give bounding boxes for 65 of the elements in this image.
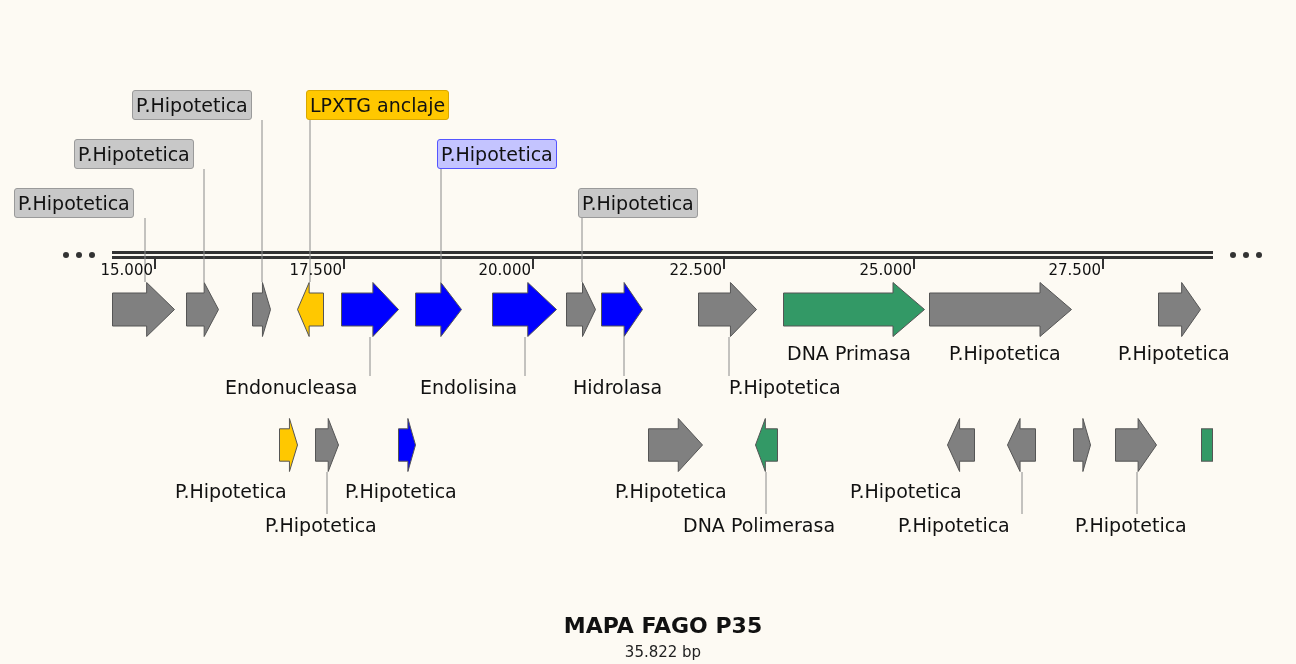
gene-label: P.Hipotetica — [74, 139, 194, 169]
tick-label: 20.000 — [478, 261, 531, 279]
gene-feature — [315, 418, 339, 472]
gene-label: P.Hipotetica — [949, 342, 1061, 365]
gene-feature — [601, 282, 643, 337]
genome-length: 35.822 bp — [623, 643, 703, 661]
gene-label: DNA Primasa — [787, 342, 911, 365]
gene-feature — [1115, 418, 1157, 472]
gene-feature — [252, 282, 271, 337]
gene-feature — [415, 282, 462, 337]
gene-feature — [1158, 282, 1201, 337]
leader-line — [524, 336, 526, 377]
gene-feature — [566, 282, 596, 337]
gene-label: P.Hipotetica — [850, 480, 962, 503]
tick-label: 17.500 — [289, 261, 342, 279]
gene-label: P.Hipotetica — [578, 188, 698, 218]
gene-label: Endolisina — [420, 376, 518, 399]
leader-line — [623, 336, 625, 377]
leader-line — [1021, 471, 1023, 515]
gene-feature — [648, 418, 703, 472]
tick-label: 25.000 — [859, 261, 912, 279]
gene-label: P.Hipotetica — [265, 514, 377, 537]
gene-feature — [929, 282, 1072, 337]
gene-feature — [279, 418, 298, 472]
leader-line — [369, 336, 371, 377]
gene-feature — [783, 282, 925, 337]
gene-label: LPXTG anclaje — [306, 90, 450, 120]
gene-label: P.Hipotetica — [1118, 342, 1230, 365]
gene-label: P.Hipotetica — [729, 376, 841, 399]
gene-label: P.Hipotetica — [1075, 514, 1187, 537]
gene-label: P.Hipotetica — [437, 139, 557, 169]
gene-label: DNA Polimerasa — [683, 514, 836, 537]
gene-feature — [341, 282, 399, 337]
leader-line — [765, 471, 767, 515]
leader-line — [309, 119, 311, 283]
leader-line — [144, 217, 146, 283]
gene-feature — [1007, 418, 1036, 472]
gene-feature — [755, 418, 778, 472]
leader-line — [261, 119, 263, 283]
gene-label: P.Hipotetica — [345, 480, 457, 503]
gene-feature — [186, 282, 219, 337]
gene-label: P.Hipotetica — [615, 480, 727, 503]
gene-label: P.Hipotetica — [132, 90, 252, 120]
tick-label: 15.000 — [100, 261, 153, 279]
gene-feature — [947, 418, 975, 472]
gene-label: P.Hipotetica — [898, 514, 1010, 537]
leader-line — [326, 471, 328, 515]
gene-feature — [297, 282, 324, 337]
leader-line — [1136, 471, 1138, 515]
leader-line — [581, 217, 583, 283]
leader-line — [203, 168, 205, 283]
gene-feature — [492, 282, 557, 337]
gene-feature — [1073, 418, 1091, 472]
gene-feature — [398, 418, 416, 472]
leader-line — [728, 336, 730, 377]
gene-label: P.Hipotetica — [175, 480, 287, 503]
tick-label: 22.500 — [669, 261, 722, 279]
leader-line — [440, 168, 442, 283]
gene-feature — [698, 282, 757, 337]
tick-label: 27.500 — [1048, 261, 1101, 279]
gene-label: P.Hipotetica — [14, 188, 134, 218]
gene-label: Endonucleasa — [225, 376, 358, 399]
gene-feature — [112, 282, 175, 337]
gene-label: Hidrolasa — [573, 376, 663, 399]
map-title: MAPA FAGO P35 — [562, 612, 764, 640]
